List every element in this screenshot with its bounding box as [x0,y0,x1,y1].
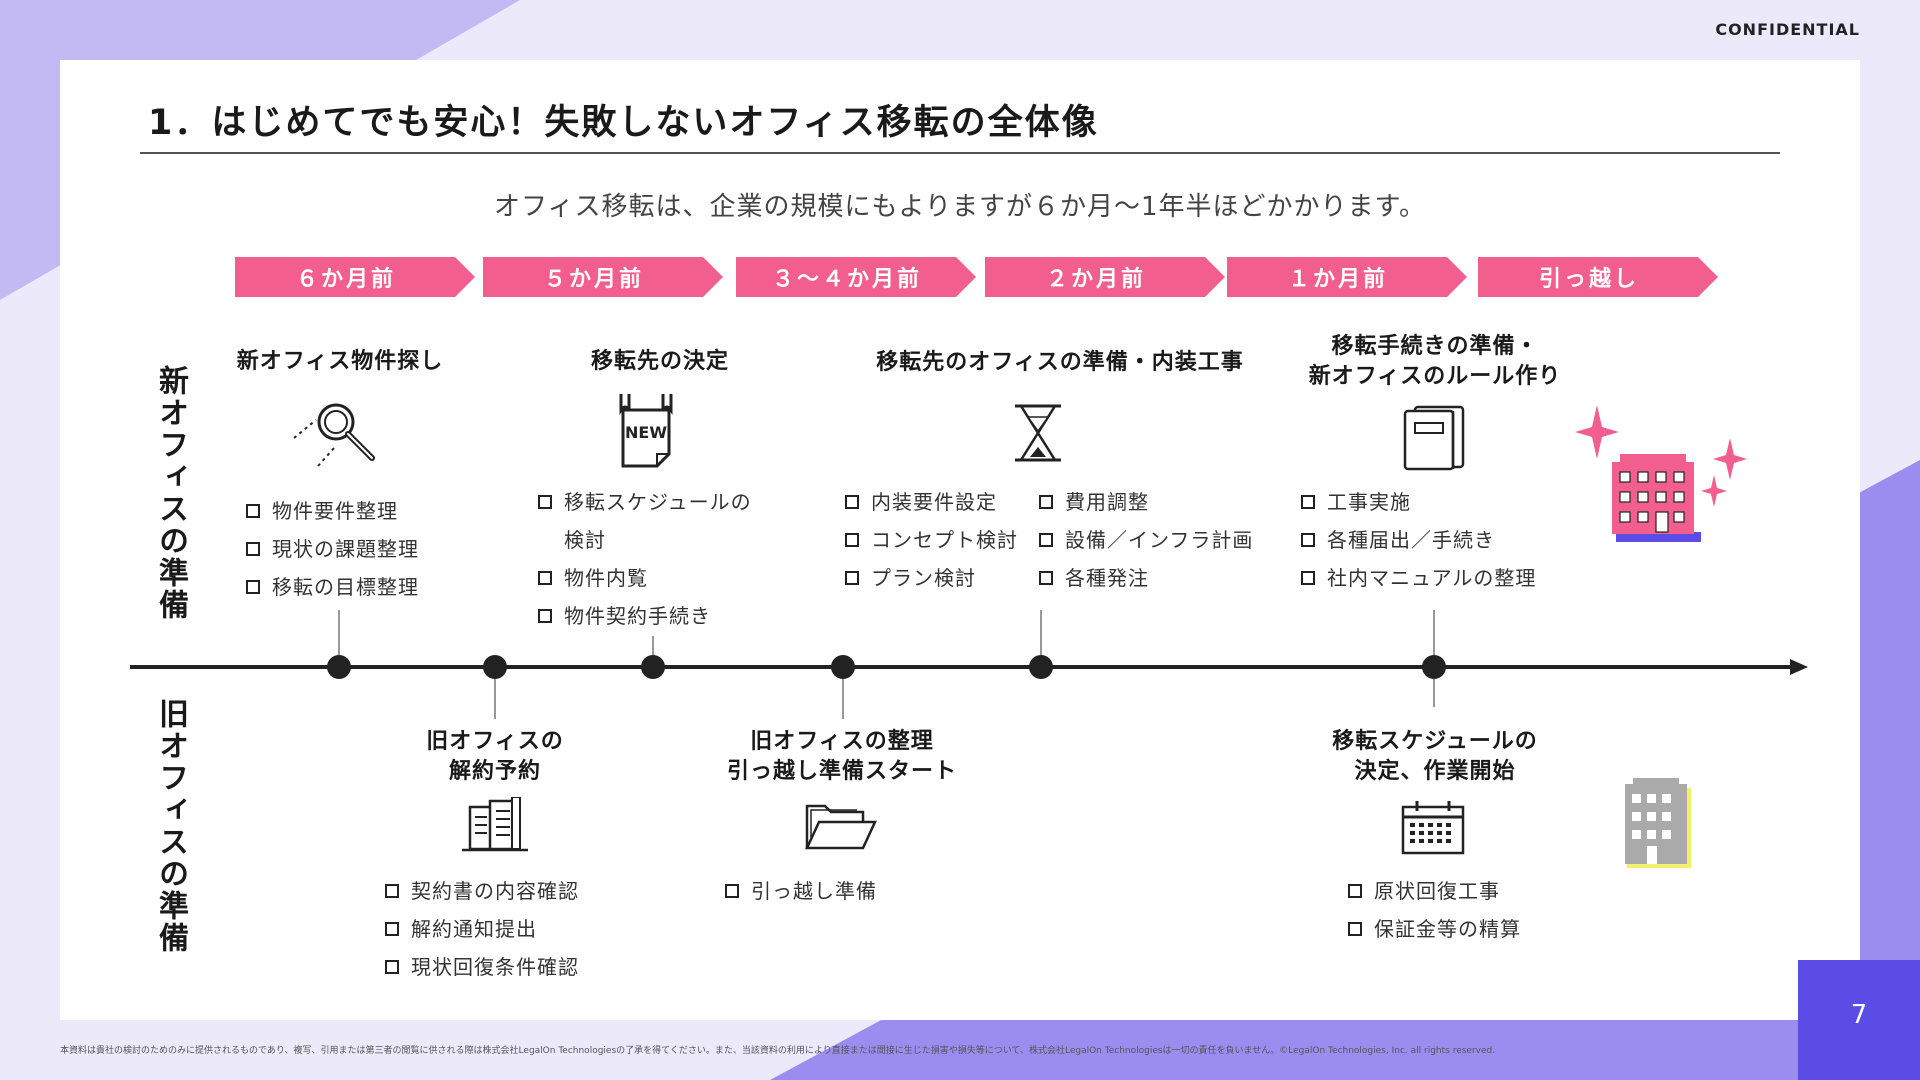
heading-line: 旧オフィスの [426,729,564,754]
phase-moving: 引っ越し [1478,257,1718,297]
footer-disclaimer: 本資料は貴社の検討のためのみに提供されるものであり、複写、引用または第三者の閲覧… [60,1046,1496,1056]
gray-building-icon [1625,778,1691,868]
connector-line [842,679,844,719]
task-list-interior-right: 費用調整 設備／インフラ計画 各種発注 [1039,483,1253,597]
phase-6-months: ６か月前 [235,257,475,297]
task-list-interior-left: 内装要件設定 コンセプト検討 プラン検討 [845,483,1018,597]
heading-line: 新オフィスのルール作り [1308,364,1562,389]
timeline-axis [130,665,1800,669]
heading-line: 決定、作業開始 [1354,759,1516,784]
list-item: 設備／インフラ計画 [1039,521,1253,559]
task-list-relocation-procedures: 工事実施 各種届出／手続き 社内マニュアルの整理 [1301,483,1536,597]
heading-line: 旧オフィスの整理 [750,729,934,754]
list-item: 保証金等の精算 [1348,910,1521,948]
page-number: 7 [1850,1000,1868,1030]
sparkle-icon [1701,475,1727,507]
list-item: 各種発注 [1039,559,1253,597]
phase-1-month: １か月前 [1227,257,1467,297]
task-list-moving-prep: 引っ越し準備 [725,872,877,910]
hourglass-icon [1015,404,1061,462]
step-heading-relocation-procedures: 移転手続きの準備・ 新オフィスのルール作り [1290,332,1580,392]
step-heading-schedule-start: 移転スケジュールの 決定、作業開始 [1315,727,1555,787]
list-item: 移転スケジュールの [538,483,752,521]
list-item: 各種届出／手続き [1301,521,1536,559]
sparkle-icon [1575,405,1619,459]
phase-5-months: ５か月前 [483,257,723,297]
step-heading-property-search: 新オフィス物件探し [236,349,444,374]
new-badge-icon: NEW [619,394,673,468]
list-item: プラン検討 [845,559,1018,597]
list-item: 物件要件整理 [246,492,419,530]
task-list-destination-decision: 移転スケジュールの 検討 物件内覧 物件契約手続き [538,483,752,635]
heading-line: 移転手続きの準備・ [1331,334,1539,359]
task-list-schedule-start: 原状回復工事 保証金等の精算 [1348,872,1521,948]
heading-line: 引っ越し準備スタート [726,759,957,784]
sparkle-icon [1713,438,1747,480]
timeline-milestone [327,655,351,679]
connector-line [494,679,496,719]
list-item: 物件契約手続き [538,597,752,635]
page-title: 1．はじめてでも安心！失敗しないオフィス移転の全体像 [148,103,1099,143]
timeline-arrowhead [1790,659,1808,675]
list-item: 移転の目標整理 [246,568,419,606]
list-item: 内装要件設定 [845,483,1018,521]
list-item: コンセプト検討 [845,521,1018,559]
timeline-milestone [483,655,507,679]
heading-line: 移転スケジュールの [1332,729,1538,754]
row-label-new-office: 新オフィスの準備 [153,365,188,621]
list-item: 引っ越し準備 [725,872,877,910]
page-number-box: 7 [1798,960,1920,1080]
list-item: 原状回復工事 [1348,872,1521,910]
folder-icon [805,804,877,850]
list-item: 物件内覧 [538,559,752,597]
pink-building-icon [1575,405,1747,542]
connector-line [1433,679,1435,707]
list-item: 費用調整 [1039,483,1253,521]
step-heading-interior-work: 移転先のオフィスの準備・内装工事 [876,350,1244,375]
timeline-milestone [1029,655,1053,679]
connector-line [652,636,654,656]
title-divider [140,152,1780,154]
heading-line: 解約予約 [448,759,541,784]
connector-line [1040,610,1042,656]
building-document-icon [462,797,528,852]
list-item: 社内マニュアルの整理 [1301,559,1536,597]
timeline-milestone [1422,655,1446,679]
svg-text:NEW: NEW [625,423,667,442]
step-heading-moving-prep: 旧オフィスの整理 引っ越し準備スタート [712,727,972,787]
slide-panel: 1．はじめてでも安心！失敗しないオフィス移転の全体像 オフィス移転は、企業の規模… [60,60,1860,1020]
phase-3-4-months: ３〜４か月前 [736,257,976,297]
magnifier-icon [293,403,375,467]
calendar-icon [1401,801,1465,855]
phase-2-months: ２か月前 [985,257,1225,297]
connector-line [338,610,340,656]
connector-line [1433,610,1435,656]
task-list-cancellation: 契約書の内容確認 解約通知提出 現状回復条件確認 [385,872,579,986]
list-item: 工事実施 [1301,483,1536,521]
timeline-milestone [831,655,855,679]
list-item: 現状の課題整理 [246,530,419,568]
subtitle: オフィス移転は、企業の規模にもよりますが６か月〜1年半ほどかかります。 [494,192,1426,222]
documents-icon [1403,405,1465,471]
list-item: 現状回復条件確認 [385,948,579,986]
timeline-milestone [641,655,665,679]
row-label-old-office: 旧オフィスの準備 [153,698,188,954]
step-heading-cancellation-notice: 旧オフィスの 解約予約 [405,727,585,787]
list-item: 解約通知提出 [385,910,579,948]
task-list-property-search: 物件要件整理 現状の課題整理 移転の目標整理 [246,492,419,606]
step-heading-destination-decision: 移転先の決定 [590,349,729,374]
list-item: 契約書の内容確認 [385,872,579,910]
confidential-label: CONFIDENTIAL [1715,20,1860,39]
list-item-continuation: 検討 [564,528,606,552]
